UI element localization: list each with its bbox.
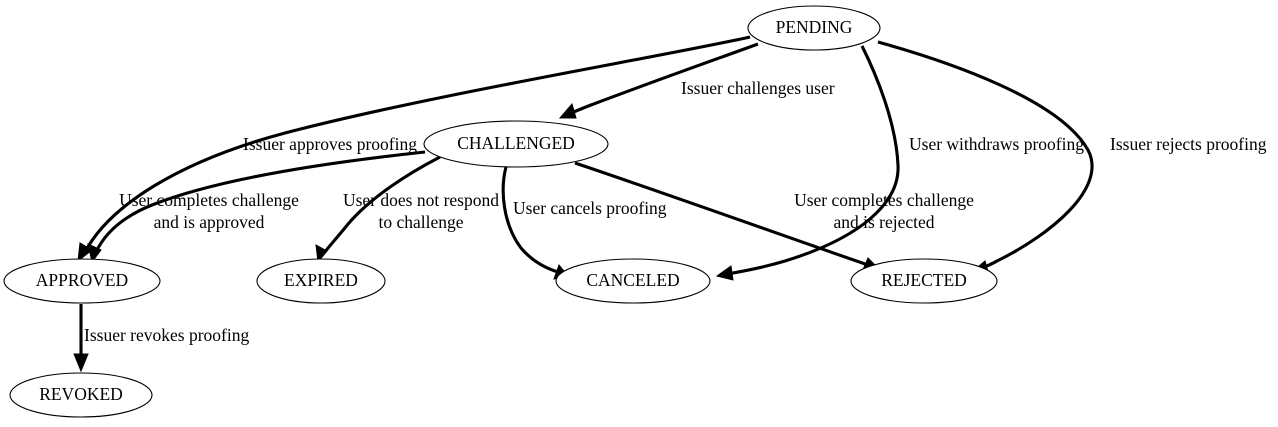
edge-path-challenged-rejected — [574, 161, 869, 267]
arrowhead-pending-challenged — [558, 102, 577, 119]
node-expired-label: EXPIRED — [284, 270, 358, 290]
edge-label-challenged-approved-line1: User completes challenge — [119, 190, 299, 210]
edge-label-pending-canceled: User withdraws proofing — [909, 134, 1084, 154]
edge-label-pending-rejected: Issuer rejects proofing — [1110, 134, 1267, 154]
node-canceled-label: CANCELED — [586, 270, 679, 290]
node-challenged[interactable]: CHALLENGED — [423, 120, 609, 168]
node-canceled-ellipse — [555, 258, 711, 304]
node-revoked-label: REVOKED — [39, 384, 123, 404]
node-rejected[interactable]: REJECTED — [850, 258, 998, 304]
edge-path-challenged-expired — [321, 155, 441, 255]
arrowhead-approved-revoked — [73, 353, 89, 373]
arrowhead-challenged-expired — [315, 244, 328, 264]
node-expired[interactable]: EXPIRED — [256, 258, 386, 304]
edge-path-pending-challenged — [568, 42, 759, 116]
edge-label-approved-revoked: Issuer revokes proofing — [84, 325, 249, 345]
node-approved-label: APPROVED — [36, 270, 128, 290]
node-canceled[interactable]: CANCELED — [555, 258, 711, 304]
edge-pending-canceled[interactable]: User withdraws proofing — [715, 45, 1084, 281]
edge-layer: Issuer approves proofing Issuer challeng… — [73, 35, 1267, 373]
node-revoked[interactable]: REVOKED — [9, 372, 153, 418]
node-pending-ellipse — [747, 5, 881, 51]
edge-label-challenged-expired-line1: User does not respond — [343, 190, 499, 210]
node-approved-ellipse — [3, 258, 161, 304]
arrowhead-challenged-approved — [87, 243, 102, 264]
node-rejected-label: REJECTED — [881, 270, 967, 290]
edge-path-challenged-canceled — [501, 166, 559, 274]
node-rejected-ellipse — [850, 258, 998, 304]
edge-path-challenged-approved — [94, 150, 426, 253]
edge-path-pending-rejected — [877, 40, 1094, 270]
edge-label-pending-challenged: Issuer challenges user — [681, 78, 835, 98]
edge-path-pending-canceled — [726, 45, 900, 276]
edge-challenged-approved[interactable]: User completes challenge and is approved — [87, 150, 426, 264]
edge-label-challenged-rejected-line2: and is rejected — [833, 212, 934, 232]
node-pending[interactable]: PENDING — [747, 5, 881, 51]
arrowhead-pending-approved — [77, 242, 93, 263]
node-layer: PENDING CHALLENGED APPROVED EXPIRED CANC… — [3, 5, 998, 418]
edge-pending-approved[interactable]: Issuer approves proofing — [77, 35, 751, 263]
node-expired-ellipse — [256, 258, 386, 304]
edge-pending-rejected[interactable]: Issuer rejects proofing — [877, 40, 1267, 276]
node-approved[interactable]: APPROVED — [3, 258, 161, 304]
edge-label-challenged-approved-line2: and is approved — [154, 212, 265, 232]
edge-approved-revoked[interactable]: Issuer revokes proofing — [73, 304, 249, 373]
edge-label-challenged-canceled: User cancels proofing — [513, 198, 667, 218]
edge-pending-challenged[interactable]: Issuer challenges user — [558, 42, 835, 119]
node-challenged-label: CHALLENGED — [457, 133, 575, 153]
node-challenged-ellipse — [423, 120, 609, 168]
arrowhead-pending-canceled — [715, 265, 734, 281]
edge-label-challenged-expired-line2: to challenge — [378, 212, 463, 232]
edge-label-pending-approved: Issuer approves proofing — [243, 134, 417, 154]
edge-label-challenged-rejected-line1: User completes challenge — [794, 190, 974, 210]
edge-path-pending-approved — [83, 35, 751, 253]
edge-challenged-expired[interactable]: User does not respond to challenge — [315, 155, 499, 264]
node-pending-label: PENDING — [776, 17, 853, 37]
node-revoked-ellipse — [9, 372, 153, 418]
